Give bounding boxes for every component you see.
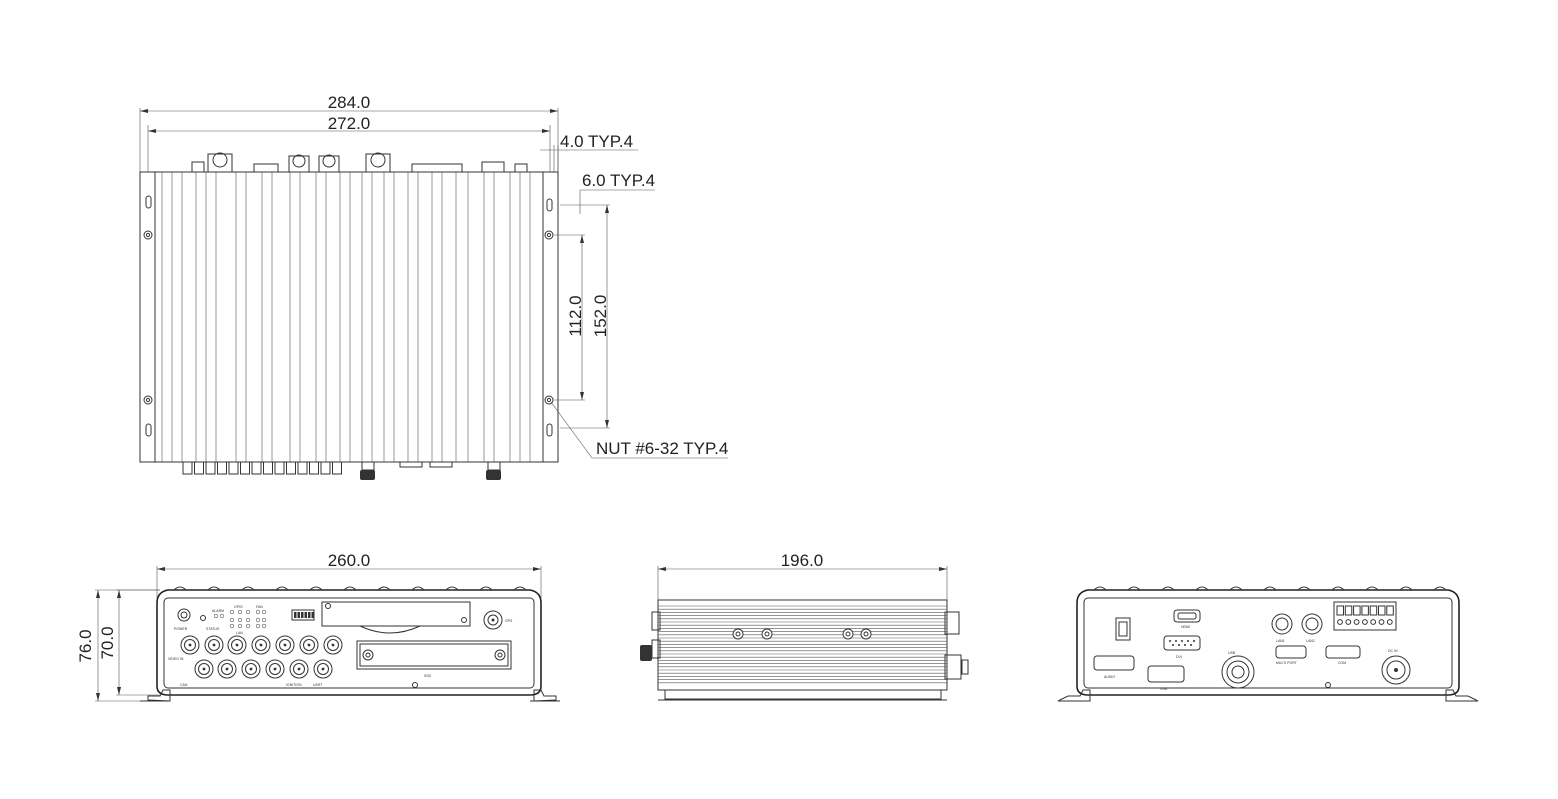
- dim-overall-height: 76.0: [76, 629, 95, 662]
- label-hdmi: HDMI: [1181, 625, 1190, 629]
- label-vga: VGA: [1160, 687, 1168, 691]
- label-lan: LAN: [236, 631, 243, 635]
- label-alarm: ALARM: [212, 609, 224, 613]
- label-dc-in: DC IN: [1388, 649, 1398, 653]
- dim-flange-thickness: 4.0 TYP.4: [560, 132, 633, 151]
- nut-callout: NUT #6-32 TYP.4: [596, 439, 728, 458]
- side-view: 196.0: [640, 551, 969, 701]
- dim-hole-spacing-inner: 112.0: [566, 295, 585, 336]
- label-audio: AUDIO: [1104, 675, 1115, 679]
- label-can: CAN: [180, 683, 188, 687]
- front-view: 260.0 76.0 70.0 POWER ALARM GPIO FAN STA…: [76, 551, 560, 702]
- heatsink-fins: [161, 172, 531, 462]
- label-lan1: LAN1: [1276, 639, 1285, 643]
- rear-view: HDMI DVI AUDIO VGA USB LAN1 LAN2 MULTI P…: [1057, 586, 1479, 702]
- dim-inner-width: 272.0: [328, 114, 371, 133]
- label-power: POWER: [174, 627, 188, 631]
- label-status: STATUS: [206, 627, 220, 631]
- front-top-ribs: [173, 586, 527, 591]
- label-fan: FAN: [256, 605, 263, 609]
- label-ignition: IGNITION: [286, 683, 302, 687]
- label-gps: GPS: [505, 619, 513, 623]
- header-pins: [294, 612, 314, 618]
- label-dvi: DVI: [1176, 655, 1182, 659]
- status-leds: [213, 609, 267, 629]
- label-lan2: LAN2: [1306, 639, 1315, 643]
- dim-hole-spacing-outer: 152.0: [591, 295, 610, 338]
- label-usb: USB: [1228, 651, 1236, 655]
- side-screws: [732, 628, 872, 640]
- top-view: 284.0 272.0 4.0 TYP.4 6.0 TYP.4: [139, 93, 728, 480]
- dim-front-width: 260.0: [328, 551, 371, 570]
- bnc-connectors: [180, 635, 343, 679]
- bottom-connector-row: [182, 461, 342, 475]
- dim-side-depth: 196.0: [781, 551, 824, 570]
- label-gpio: GPIO: [234, 605, 243, 609]
- label-video-in: VIDEO IN: [168, 657, 184, 661]
- terminal-block: [1336, 605, 1394, 625]
- label-com: COM: [1338, 661, 1346, 665]
- label-uart: UART: [313, 683, 323, 687]
- label-ssd: SSD: [424, 674, 432, 678]
- dim-body-height: 70.0: [98, 626, 117, 659]
- dim-overall-width: 284.0: [328, 93, 371, 112]
- side-fins: [658, 605, 947, 684]
- dim-hole-offset: 6.0 TYP.4: [582, 171, 655, 190]
- label-multi-port: MULTI PORT: [1276, 661, 1298, 665]
- rear-top-ribs: [1093, 586, 1447, 591]
